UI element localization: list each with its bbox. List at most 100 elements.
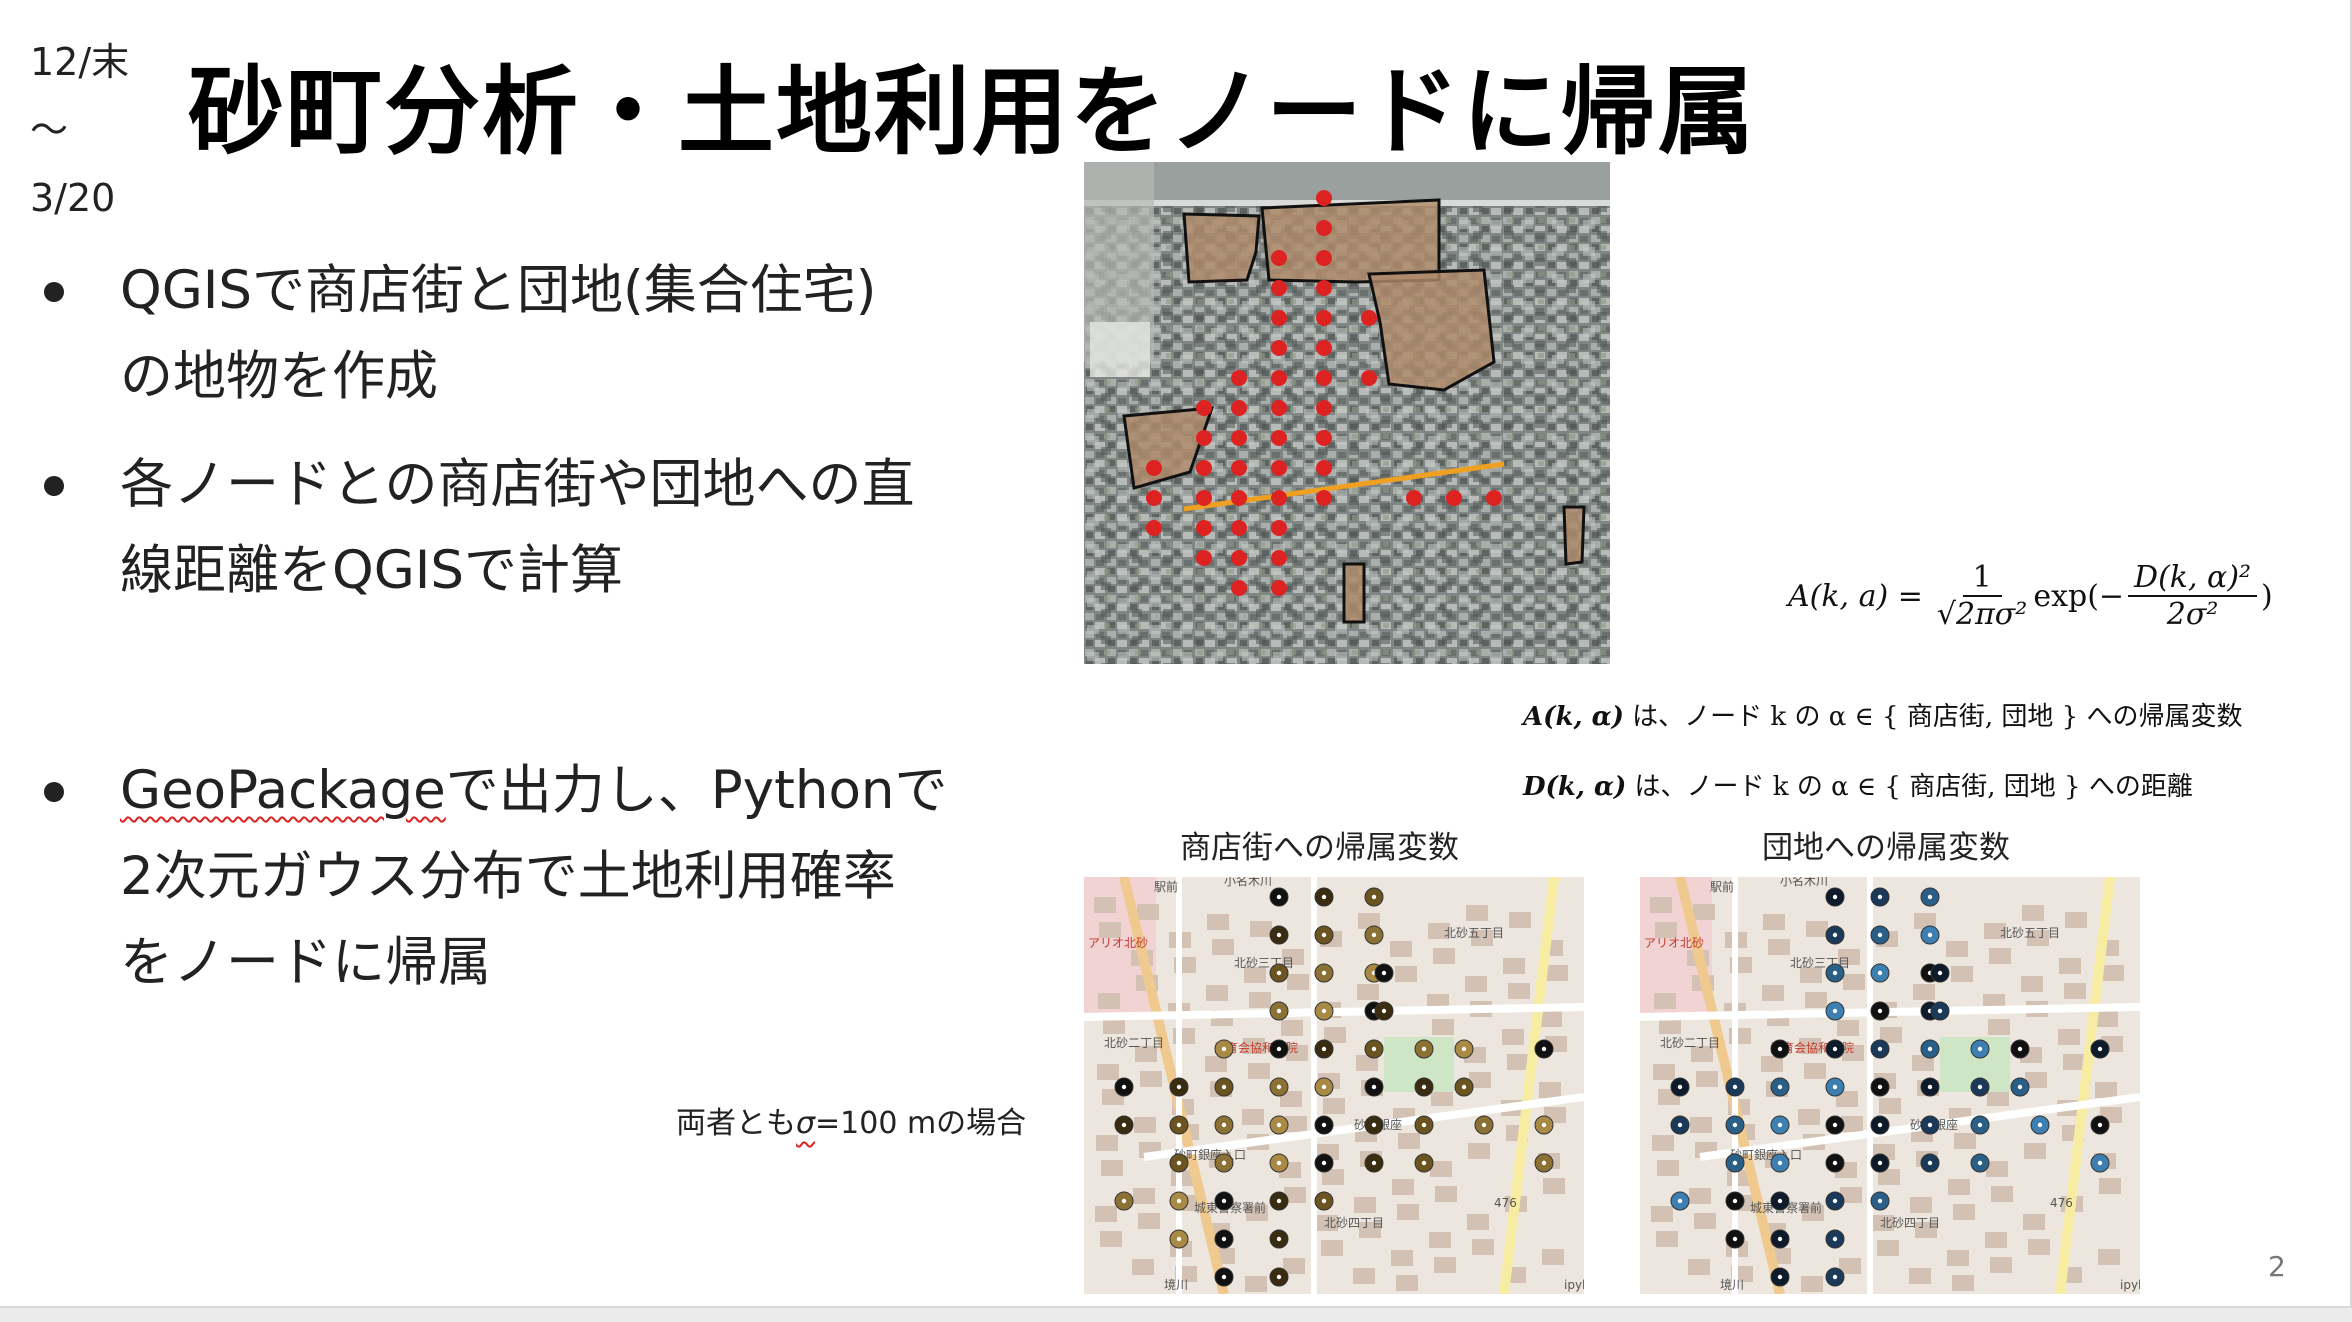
road-476	[1499, 877, 1559, 1294]
node-center	[1877, 970, 1883, 976]
building-block	[1800, 967, 1822, 983]
node-center	[1832, 1084, 1838, 1090]
building-block	[1391, 1250, 1413, 1266]
building-block	[1100, 1231, 1122, 1247]
building-block	[1508, 983, 1530, 999]
network-node	[1271, 250, 1287, 266]
building-block	[1805, 992, 1827, 1008]
map-label: 駅前	[1154, 879, 1178, 894]
building-block	[1249, 992, 1271, 1008]
node-center	[1832, 1046, 1838, 1052]
network-node	[1146, 490, 1162, 506]
building-block	[1991, 1186, 2013, 1202]
building-block	[1244, 967, 1266, 983]
map-label: 北砂二丁目	[1104, 1036, 1164, 1050]
node-center	[1977, 1122, 1983, 1128]
building-block	[1250, 921, 1272, 937]
map-label: アリオ北砂	[1088, 936, 1148, 950]
building-block	[1843, 974, 1865, 990]
formula-frac2: D(k, α)² 2σ²	[2128, 560, 2258, 632]
building-block	[1467, 1214, 1489, 1230]
building-block	[1468, 1143, 1490, 1159]
node-center	[1421, 1160, 1427, 1166]
building-block	[1509, 912, 1531, 928]
building-block	[1802, 1205, 1824, 1221]
node-center	[1176, 1160, 1182, 1166]
node-center	[1777, 1236, 1783, 1242]
node-center	[1221, 1198, 1227, 1204]
node-center	[1832, 1008, 1838, 1014]
building-block	[1358, 913, 1380, 929]
node-center	[1381, 970, 1387, 976]
map-danchi: アリオ北砂駅前小名木川北砂五丁目北砂三丁目北砂二丁目愛育会協和病院砂町銀座砂町銀…	[1640, 877, 2140, 1294]
network-node	[1316, 340, 1332, 356]
node-center	[1832, 894, 1838, 900]
network-node	[1271, 430, 1287, 446]
node-center	[1777, 1198, 1783, 1204]
formula-frac1: 1 √2πσ²	[1937, 560, 2027, 632]
building-block	[1989, 948, 2011, 964]
building-block	[1841, 1116, 1863, 1132]
formula-denominator: √2πσ²	[1936, 597, 2028, 632]
mall-roof	[1090, 322, 1150, 377]
network-node	[1271, 580, 1287, 596]
network-node	[1196, 460, 1212, 476]
building-block	[1137, 904, 1159, 920]
building-block	[1398, 1133, 1420, 1149]
node-center	[1777, 1084, 1783, 1090]
building-block	[1762, 985, 1784, 1001]
network-node	[1316, 460, 1332, 476]
building-block	[1836, 1091, 1858, 1107]
building-block	[2021, 976, 2043, 992]
node-center	[1832, 932, 1838, 938]
map-label: 476	[1494, 1196, 1517, 1210]
node-center	[1481, 1122, 1487, 1128]
building-block	[1659, 1018, 1681, 1034]
building-block	[1542, 1249, 1564, 1265]
building-block	[1322, 1169, 1344, 1185]
node-center	[1777, 1274, 1783, 1280]
building-block	[1987, 1090, 2009, 1106]
network-node	[1196, 550, 1212, 566]
definition-text: は、ノード k の α ∈ { 商店街, 団地 } への帰属変数	[1623, 702, 2243, 732]
building-block	[1839, 1258, 1861, 1274]
building-block	[1324, 1027, 1346, 1043]
building-block	[1988, 1019, 2010, 1035]
building-block	[1984, 923, 2006, 939]
building-block	[1694, 1213, 1716, 1229]
network-node	[1316, 490, 1332, 506]
building-block	[1471, 930, 1493, 946]
node-center	[1877, 894, 1883, 900]
building-block	[2025, 1072, 2047, 1088]
street	[1699, 1093, 2140, 1161]
building-block	[1248, 1063, 1270, 1079]
building-block	[2098, 1249, 2120, 1265]
street	[1084, 1003, 1584, 1021]
building-block	[1242, 1109, 1264, 1125]
building-block	[1546, 965, 1568, 981]
node-center	[1832, 1274, 1838, 1280]
building-block	[1655, 922, 1677, 938]
node-center	[1777, 1046, 1783, 1052]
building-block	[1914, 913, 1936, 929]
node-center	[1321, 894, 1327, 900]
node-center	[1732, 1160, 1738, 1166]
aerial-photo	[1084, 162, 1610, 664]
land-use-polygon	[1260, 198, 1441, 284]
building-block	[1095, 1206, 1117, 1222]
bullet-text: 各ノードとの商店街や団地への直 線距離をQGISで計算	[120, 442, 1080, 614]
node-center	[1321, 1084, 1327, 1090]
building-block	[2022, 905, 2044, 921]
node-center	[1276, 1236, 1282, 1242]
node-center	[1371, 1046, 1377, 1052]
node-center	[1877, 1008, 1883, 1014]
network-node	[1231, 430, 1247, 446]
definition-d: D(k, α) は、ノード k の α ∈ { 商店街, 団地 } への距離	[1523, 766, 2193, 803]
node-center	[1927, 894, 1933, 900]
network-node	[1271, 490, 1287, 506]
network-node	[1196, 400, 1212, 416]
node-center	[2097, 1046, 2103, 1052]
definition-text: は、ノード k の α ∈ { 商店街, 団地 } への距離	[1626, 772, 2193, 802]
building-block	[1397, 1204, 1419, 1220]
building-block	[1880, 1027, 1902, 1043]
